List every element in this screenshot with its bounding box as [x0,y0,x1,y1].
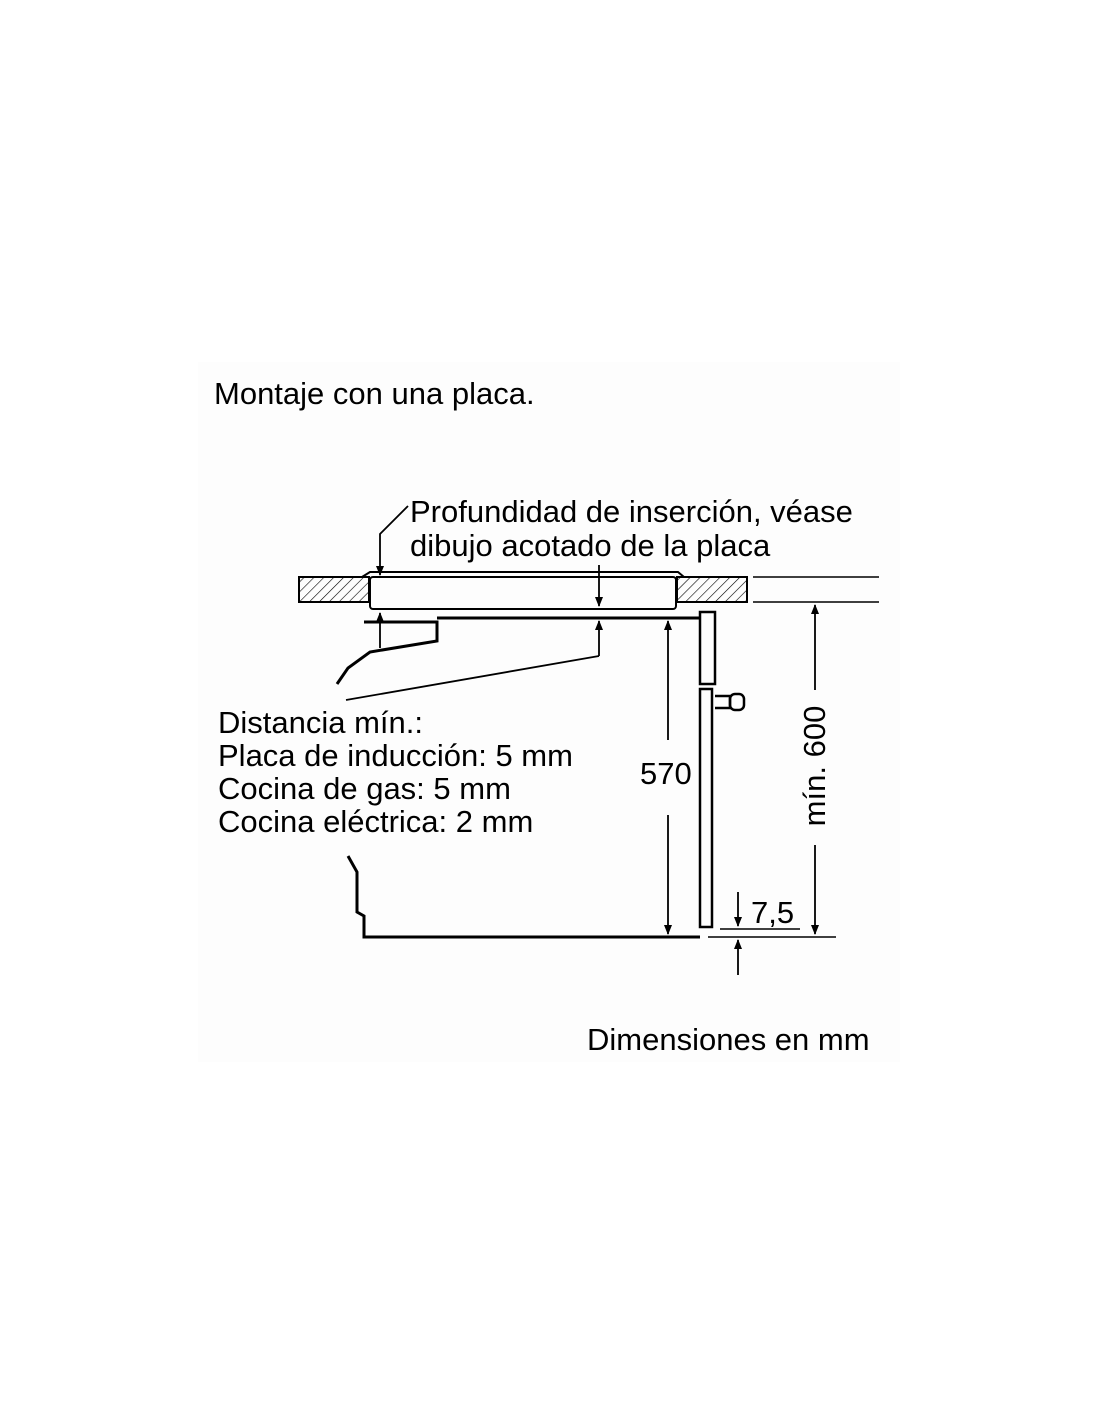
reference-lines [708,576,879,938]
dimension-600-label: mín. 600 [797,705,832,827]
oven-body [335,616,700,939]
hob-depth-arrow [345,505,603,701]
oven-door [698,610,746,929]
dimension-570-label: 570 [640,756,692,791]
footer-units: Dimensiones en mm [587,1022,870,1057]
distance-heading: Distancia mín.: [218,705,424,740]
hob [361,571,685,610]
distance-induction: Placa de inducción: 5 mm [218,738,573,773]
worktop-left [298,576,370,603]
distance-gas: Cocina de gas: 5 mm [218,771,511,806]
worktop-right [676,576,748,603]
page-title: Montaje con una placa. [214,376,535,411]
distance-electric: Cocina eléctrica: 2 mm [218,804,534,839]
diagram-panel [198,362,900,1062]
hob-label-line2: dibujo acotado de la placa [410,528,771,563]
dimension-7-5-label: 7,5 [751,895,795,930]
hob-label-line1: Profundidad de inserción, véase [410,494,853,529]
